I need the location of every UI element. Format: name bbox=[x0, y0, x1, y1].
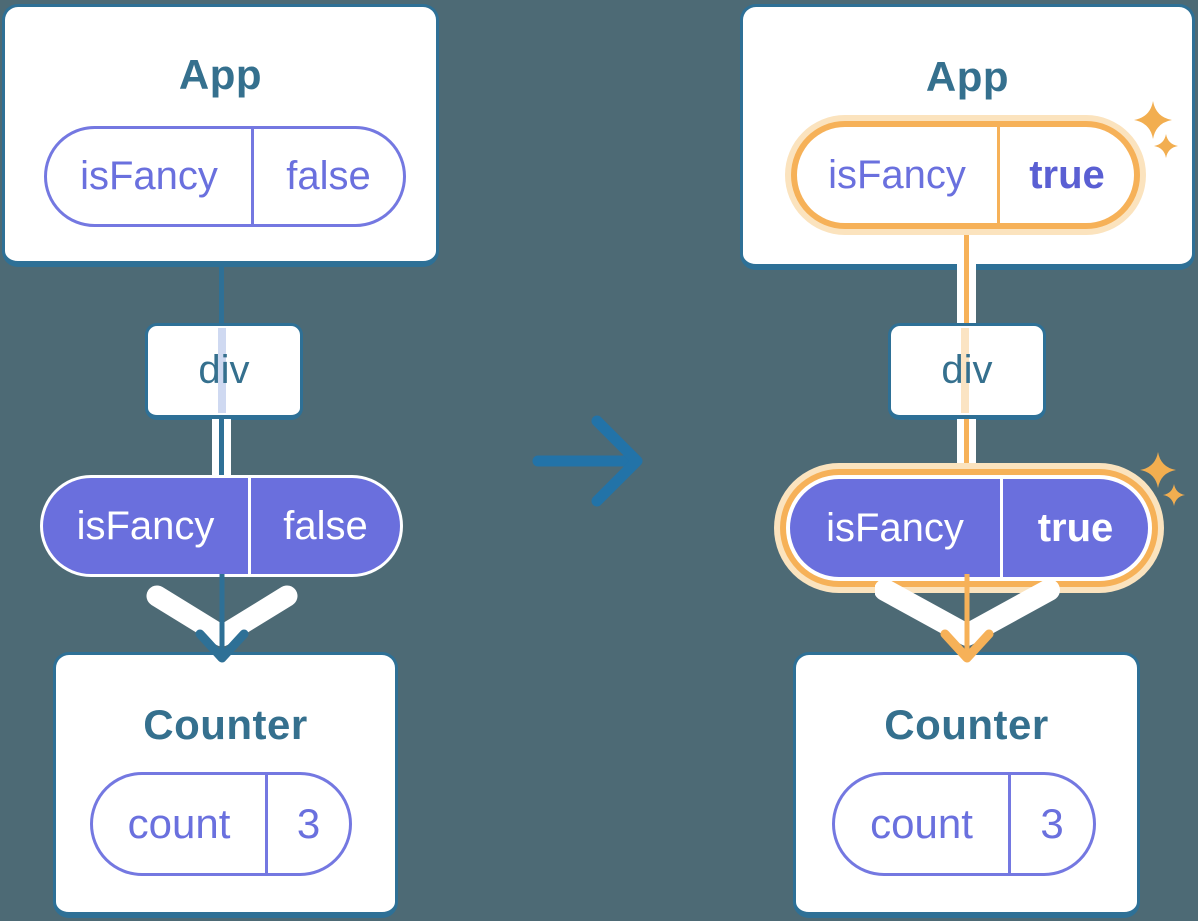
counter-card-title: Counter bbox=[143, 701, 308, 748]
app-prop-pill-left: isFancy false bbox=[44, 126, 406, 227]
counter-state-pill-left: count 3 bbox=[90, 772, 352, 876]
counter-card-title: Counter bbox=[884, 701, 1049, 748]
prop-value: true bbox=[997, 127, 1134, 223]
connector-div-pill-right bbox=[957, 419, 976, 480]
prop-key: isFancy bbox=[76, 503, 215, 548]
prop-pill-right: isFancy true bbox=[790, 479, 1148, 577]
prop-value: false bbox=[251, 129, 403, 224]
sparkle-icon bbox=[1154, 134, 1178, 158]
state-value: 3 bbox=[1008, 775, 1093, 873]
counter-state-pill-right: count 3 bbox=[832, 772, 1096, 876]
connector-div-pill-left bbox=[212, 419, 231, 480]
prop-flow-trace-right bbox=[961, 328, 969, 413]
connector-app-div-right bbox=[957, 234, 976, 326]
arrow-down-icon-right bbox=[875, 574, 1060, 663]
arrow-down-icon-left bbox=[146, 574, 298, 663]
prop-pill-left: isFancy false bbox=[43, 478, 400, 574]
prop-key: isFancy bbox=[826, 505, 964, 550]
app-card-title: App bbox=[178, 51, 263, 98]
prop-flow-trace-left bbox=[218, 328, 226, 413]
div-node-label: div bbox=[198, 348, 250, 392]
counter-card-left: Counter count 3 bbox=[53, 652, 398, 918]
div-node-right: div bbox=[888, 323, 1046, 420]
app-card-title: App bbox=[925, 53, 1010, 100]
prop-key: isFancy bbox=[80, 154, 218, 198]
div-node-left: div bbox=[145, 323, 303, 420]
state-key: count bbox=[870, 800, 973, 847]
prop-value: true bbox=[1000, 479, 1148, 577]
counter-card-right: Counter count 3 bbox=[793, 652, 1140, 918]
prop-key: isFancy bbox=[828, 152, 966, 197]
transition-arrow-icon bbox=[532, 415, 643, 507]
connector-app-div-left bbox=[219, 265, 224, 325]
sparkle-icon bbox=[1140, 452, 1176, 488]
sparkle-icon bbox=[1134, 101, 1172, 139]
app-prop-pill-right: isFancy true bbox=[797, 127, 1134, 223]
state-key: count bbox=[127, 800, 231, 847]
div-node-label: div bbox=[941, 348, 993, 392]
app-card-left: App isFancy false bbox=[2, 4, 439, 267]
sparkle-icon bbox=[1163, 484, 1185, 506]
prop-value: false bbox=[248, 478, 400, 574]
state-value: 3 bbox=[265, 775, 349, 873]
